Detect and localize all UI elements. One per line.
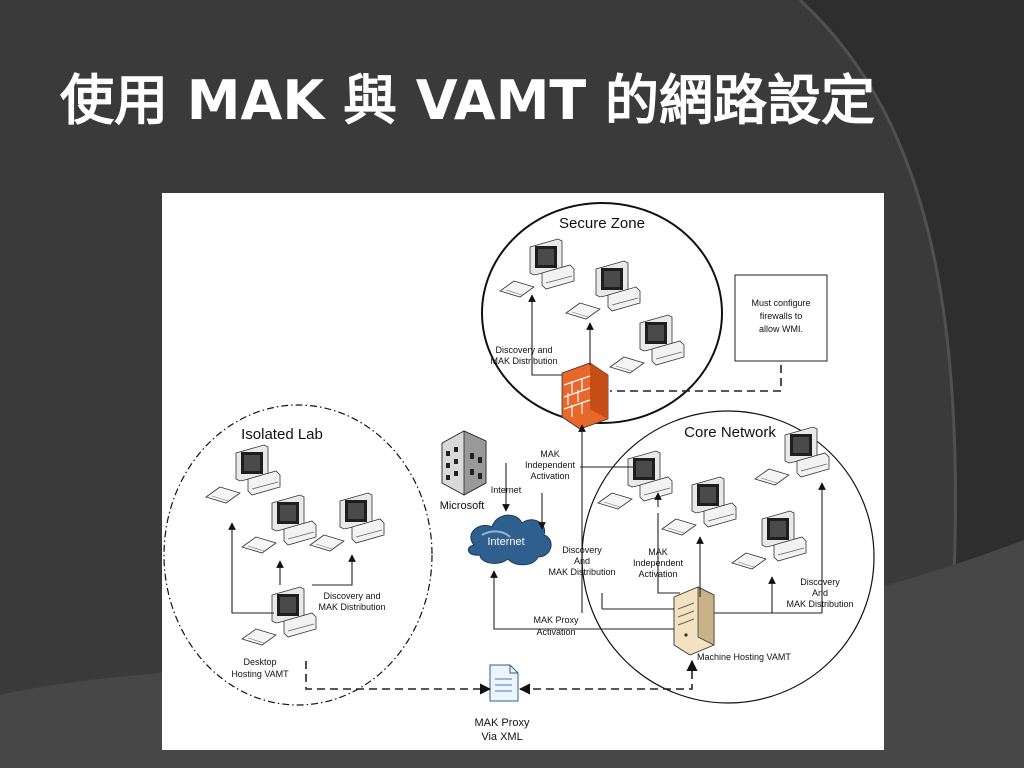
isolated-lab-title: Isolated Lab xyxy=(241,426,323,443)
core-discovery-label-1: Discovery xyxy=(800,577,840,587)
mak-proxy-file-label-1: MAK Proxy xyxy=(474,717,530,729)
core-pc-2-icon xyxy=(661,476,737,536)
microsoft-building-icon xyxy=(441,430,487,496)
firewall-note: Must configure firewalls to allow WMI. xyxy=(734,274,828,362)
network-diagram: Secure Zone Core Network Isolated Lab Mu… xyxy=(162,193,884,750)
vamt-host-label: Machine Hosting VAMT xyxy=(697,652,791,662)
core-network-title: Core Network xyxy=(684,424,776,441)
core-pc-1-icon xyxy=(597,450,673,510)
mak-independent-top-2: Independent xyxy=(525,460,576,470)
isolated-lab-zone: Isolated Lab xyxy=(163,404,433,706)
note-line-2: firewalls to xyxy=(760,311,803,321)
desktop-host-label-2: Hosting VAMT xyxy=(231,669,289,679)
center-discovery-label-2: And xyxy=(574,556,590,566)
internet-link-label: Internet xyxy=(491,485,522,495)
note-line-1: Must configure xyxy=(751,298,810,308)
core-mak-independent-3: Activation xyxy=(638,569,677,579)
secure-zone-title: Secure Zone xyxy=(559,215,645,232)
xml-document-icon xyxy=(489,664,519,702)
connector-lines xyxy=(228,294,826,695)
desktop-hosting-vamt-icon xyxy=(241,586,317,646)
mak-proxy-file-label-2: Via XML xyxy=(481,731,522,743)
core-pc-4-icon xyxy=(731,510,807,570)
firewall-icon xyxy=(561,362,609,430)
internet-cloud-label: Internet xyxy=(487,536,524,548)
isolated-discovery-label-1: Discovery and xyxy=(323,591,380,601)
core-mak-independent-2: Independent xyxy=(633,558,684,568)
mak-proxy-activation-1: MAK Proxy xyxy=(533,615,579,625)
slide-title: 使用 MAK 與 VAMT 的網路設定 xyxy=(60,69,876,132)
core-discovery-label-2: And xyxy=(812,588,828,598)
secure-pc-2-icon xyxy=(565,260,641,320)
mak-independent-top-3: Activation xyxy=(530,471,569,481)
internet-cloud-icon xyxy=(467,514,552,566)
mak-proxy-activation-2: Activation xyxy=(536,627,575,637)
core-mak-independent-1: MAK xyxy=(648,547,668,557)
isolated-pc-1-icon xyxy=(205,444,281,504)
desktop-host-label-1: Desktop xyxy=(243,657,276,667)
secure-discovery-label-2: MAK Distribution xyxy=(490,356,557,366)
note-line-3: allow WMI. xyxy=(759,324,803,334)
secure-discovery-label-1: Discovery and xyxy=(495,345,552,355)
microsoft-label: Microsoft xyxy=(440,500,485,512)
isolated-discovery-label-2: MAK Distribution xyxy=(318,602,385,612)
secure-zone: Secure Zone xyxy=(481,202,723,424)
core-discovery-label-3: MAK Distribution xyxy=(786,599,853,609)
secure-pc-3-icon xyxy=(609,314,685,374)
isolated-pc-2-icon xyxy=(241,494,317,554)
mak-independent-top-1: MAK xyxy=(540,449,560,459)
secure-pc-1-icon xyxy=(499,238,575,298)
center-discovery-label-1: Discovery xyxy=(562,545,602,555)
vamt-server-icon xyxy=(673,586,715,656)
isolated-pc-3-icon xyxy=(309,492,385,552)
center-discovery-label-3: MAK Distribution xyxy=(548,567,615,577)
